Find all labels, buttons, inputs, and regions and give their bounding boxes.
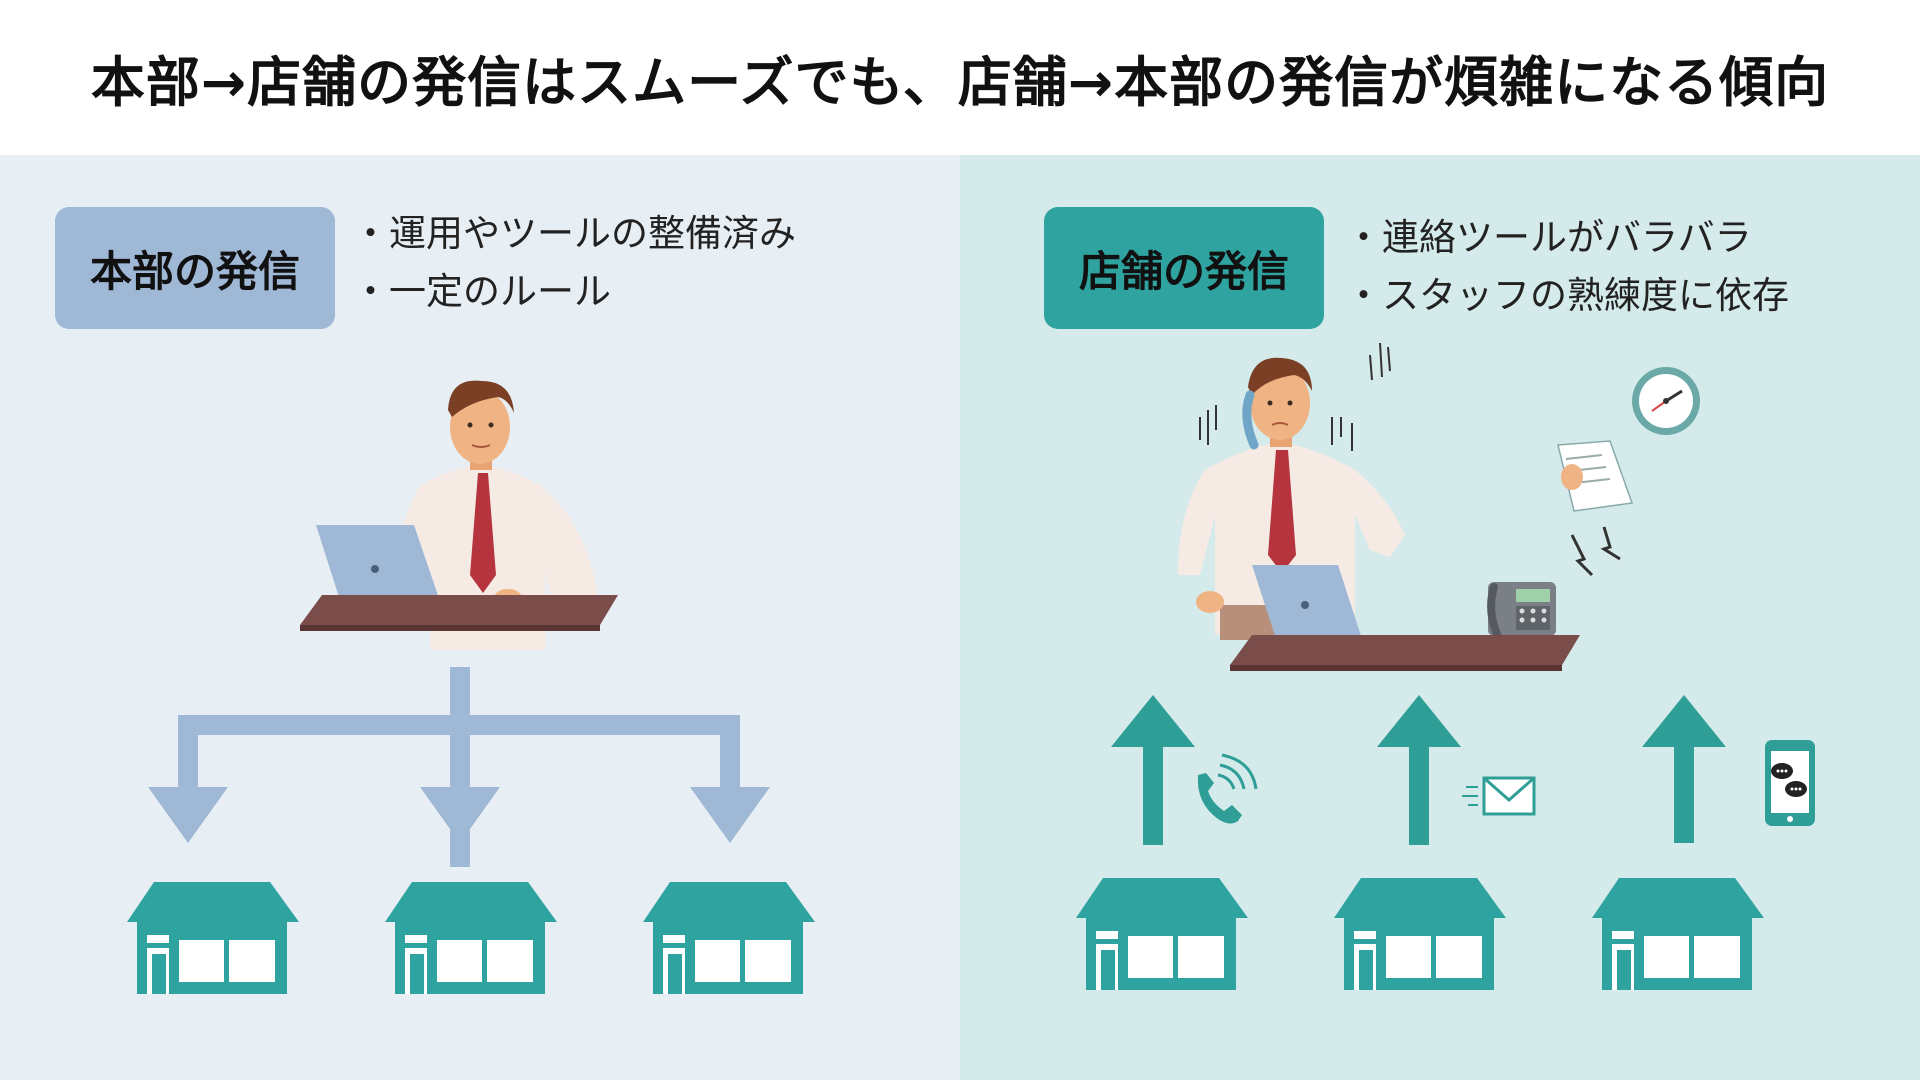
store-icon bbox=[385, 882, 557, 994]
hq-bullet-2: 一定のルール bbox=[352, 263, 796, 321]
store-icon bbox=[643, 882, 815, 994]
store-icon bbox=[127, 882, 299, 994]
hq-bullet-1: 運用やツールの整備済み bbox=[352, 205, 796, 263]
store-label: 店舗の発信 bbox=[1044, 207, 1324, 329]
store-icon bbox=[1334, 878, 1506, 990]
store-illustration bbox=[1076, 342, 1815, 990]
store-bullet-2: スタッフの熟練度に依存 bbox=[1345, 267, 1789, 325]
phone-call-icon bbox=[1197, 753, 1258, 824]
report-arrows bbox=[1111, 695, 1726, 845]
clock-icon bbox=[1632, 367, 1700, 435]
store-bullets: 連絡ツールがバラバラ スタッフの熟練度に依存 bbox=[1345, 209, 1789, 325]
store-panel: 店舗の発信 連絡ツールがバラバラ スタッフの熟練度に依存 bbox=[960, 155, 1920, 1080]
distribution-arrows bbox=[148, 667, 770, 867]
stress-lines bbox=[1199, 342, 1391, 451]
smartphone-chat-icon bbox=[1765, 740, 1815, 826]
store-icon bbox=[1592, 878, 1764, 990]
hq-bullets: 運用やツールの整備済み 一定のルール bbox=[352, 205, 796, 321]
hq-panel: 本部の発信 運用やツールの整備済み 一定のルール bbox=[0, 155, 960, 1080]
store-icon bbox=[1076, 878, 1248, 990]
mail-icon bbox=[1462, 776, 1536, 816]
desk-phone-icon bbox=[1487, 582, 1556, 645]
document-icon bbox=[1557, 440, 1634, 512]
page-title: 本部→店舗の発信はスムーズでも、店舗→本部の発信が煩雑になる傾向 bbox=[0, 0, 1920, 155]
store-bullet-1: 連絡ツールがバラバラ bbox=[1345, 209, 1789, 267]
hq-label: 本部の発信 bbox=[55, 207, 335, 329]
alert-lightning bbox=[1570, 526, 1621, 577]
stressed-worker-icon bbox=[1178, 357, 1405, 640]
hq-illustration bbox=[127, 380, 815, 994]
